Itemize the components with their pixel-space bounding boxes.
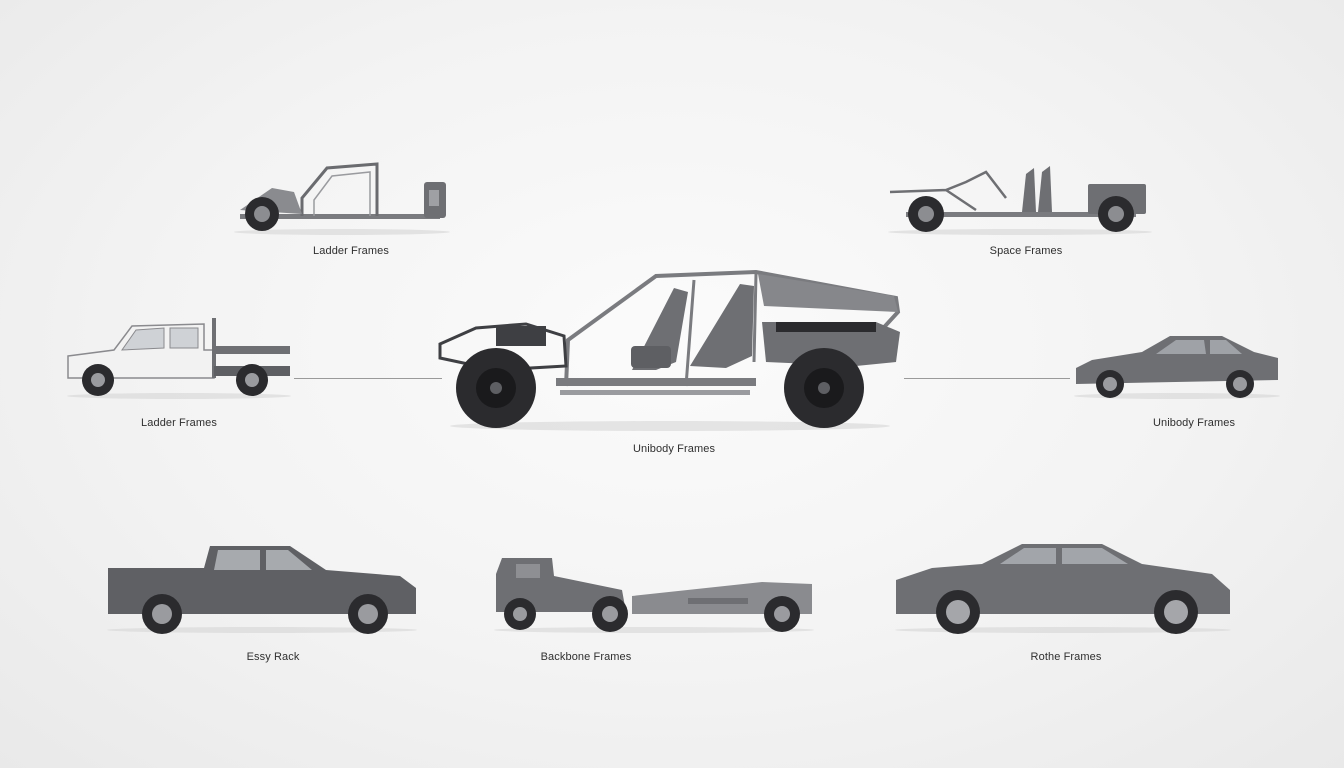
label-center: Unibody Frames [632, 443, 716, 455]
ladder-frame-chassis-top-left [232, 158, 452, 238]
label-mid-left: Ladder Frames [141, 417, 217, 429]
backbone-frame-vehicle-bottom-center [492, 554, 816, 636]
label-bottom-center: Backbone Frames [540, 651, 632, 663]
label-mid-right: Unibody Frames [1152, 417, 1236, 429]
label-bottom-right: Rothe Frames [1030, 651, 1102, 663]
gray-sedan-bottom-right [892, 540, 1234, 636]
gray-sedan-mid-right [1072, 332, 1282, 402]
white-pickup-truck-mid-left [64, 316, 294, 402]
connector-line-left [294, 378, 442, 379]
label-top-right: Space Frames [989, 245, 1063, 257]
label-top-left: Ladder Frames [313, 245, 389, 257]
label-bottom-left: Essy Rack [246, 651, 300, 663]
gray-pickup-truck-bottom-left [104, 542, 420, 636]
connector-line-right [904, 378, 1070, 379]
skeleton-chassis-center [436, 266, 904, 434]
space-frame-chassis-top-right [886, 162, 1154, 238]
